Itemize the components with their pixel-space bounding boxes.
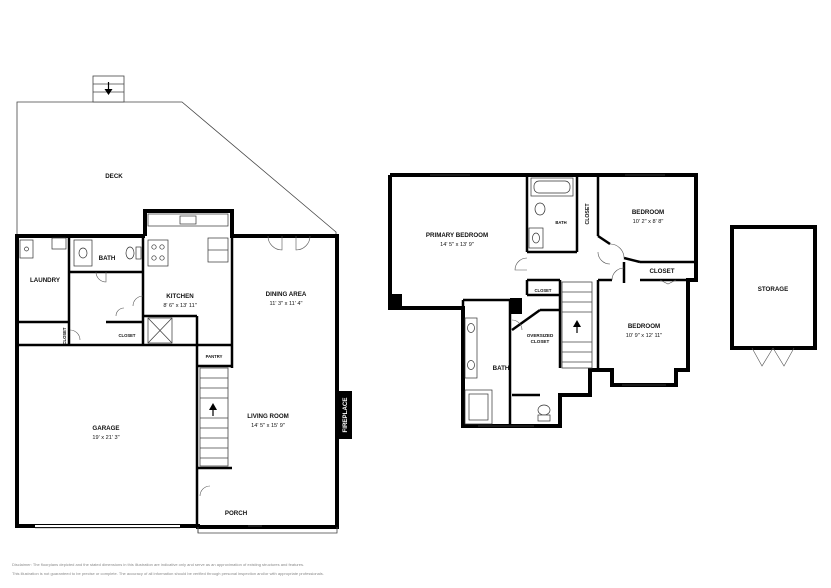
disclaimer-line-1: Disclaimer: The floorplans depicted and …: [12, 562, 304, 567]
interior-walls: [17, 236, 234, 526]
small-closet-label: CLOSET: [62, 327, 67, 344]
fireplace: [337, 391, 352, 439]
bath-main-label: BATH: [493, 365, 510, 372]
doors: [69, 235, 311, 527]
laundry-label: LAUNDRY: [30, 277, 61, 284]
living-room-label: LIVING ROOM: [247, 413, 289, 420]
toilet: [534, 202, 546, 216]
dining-label: DINING AREA: [266, 291, 307, 298]
oversized-closet-box: OVERSIZED CLOSET: [526, 333, 554, 344]
closet-small-label: CLOSET: [535, 288, 552, 293]
stair-post: [510, 298, 522, 314]
closet-right-label: CLOSET: [649, 268, 674, 275]
porch-label: PORCH: [225, 510, 248, 517]
storage-building: [730, 225, 817, 367]
bedroom-right-label: BEDROOM: [628, 323, 660, 330]
laundry-sink: [51, 237, 67, 250]
deck-label: DECK: [105, 173, 123, 180]
dining-dims: 11' 3" x 11' 4": [270, 301, 303, 307]
first-floor-stairs: [199, 367, 229, 467]
garage-label: GARAGE: [92, 425, 119, 432]
kitchen-dims: 8' 6" x 13' 11": [163, 303, 196, 309]
bedroom-top-dims: 10' 2" x 8' 8": [633, 219, 664, 225]
kitchen-label: KITCHEN: [166, 293, 194, 300]
second-floor: [388, 173, 698, 428]
deck-outline: [16, 101, 337, 236]
disclaimer-line-2: This illustration is not guaranteed to b…: [12, 571, 324, 576]
column: [390, 294, 402, 306]
second-floor-doors: [430, 174, 677, 427]
arrow-up-icon: [209, 403, 217, 416]
primary-bedroom-label: PRIMARY BEDROOM: [426, 232, 488, 239]
bath-small-label: BATH: [555, 220, 566, 225]
primary-bedroom-dims: 14' 5" x 13' 9": [440, 242, 474, 248]
arrow-up-icon: [573, 320, 581, 333]
living-room-dims: 14' 5" x 15' 9": [251, 423, 285, 429]
closet-vertical-label: CLOSET: [585, 203, 591, 225]
fireplace-label: FIREPLACE: [342, 397, 349, 432]
first-floor: [15, 75, 352, 534]
bedroom-top-label: BEDROOM: [632, 209, 664, 216]
toilet: [125, 246, 135, 260]
kitchen-sink: [179, 215, 197, 225]
bath-label: BATH: [99, 255, 116, 262]
pantry-label: PANTRY: [206, 354, 223, 359]
bedroom-right-dims: 10' 9" x 12' 11": [626, 333, 662, 339]
oversized-closet-label: OVERSIZED CLOSET: [526, 333, 554, 344]
garage-dims: 19' x 21' 3": [92, 435, 119, 441]
arrow-down-icon: [104, 82, 113, 95]
second-floor-interior-walls: [461, 175, 696, 426]
stove: [147, 239, 169, 267]
storage-label: STORAGE: [758, 286, 788, 293]
toilet: [537, 404, 551, 416]
first-floor-exterior-wall: [15, 209, 339, 529]
closet-label: CLOSET: [119, 333, 136, 338]
